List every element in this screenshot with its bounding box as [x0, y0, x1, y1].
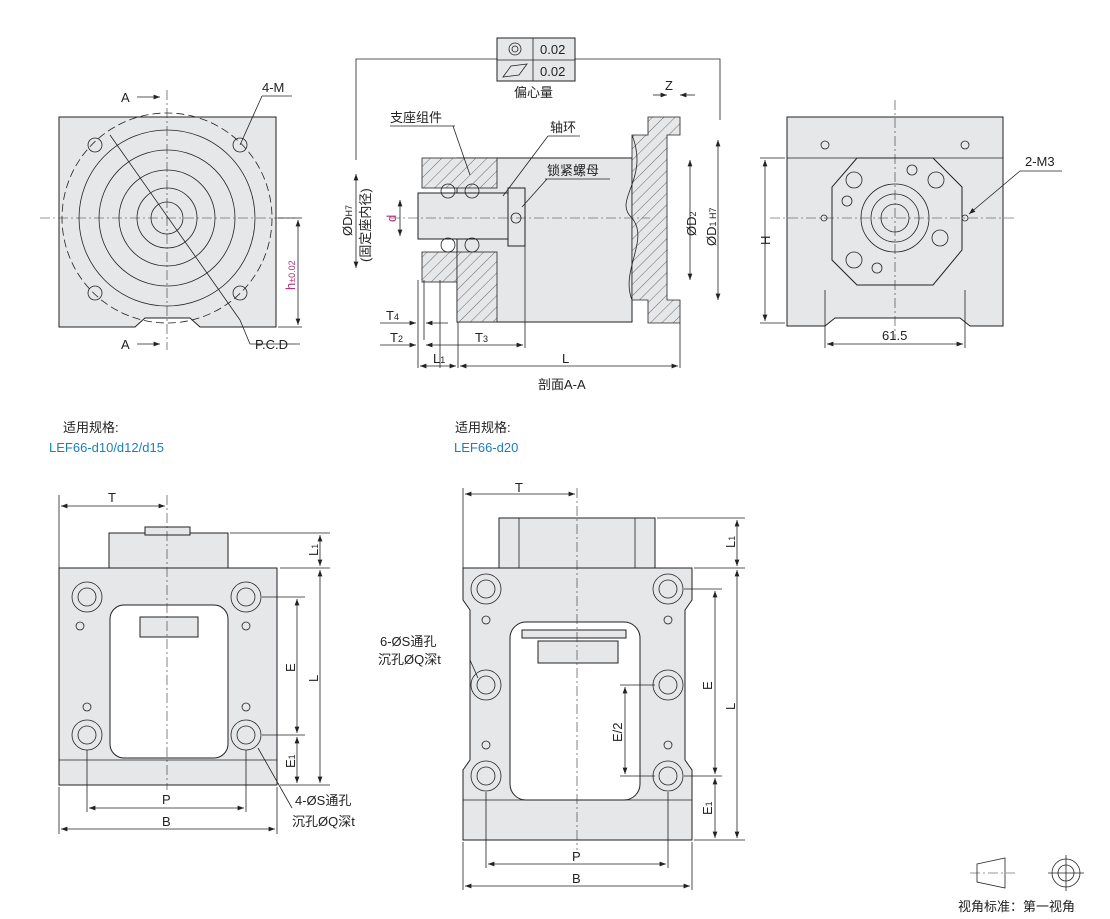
spec-right-view: 适用规格: LEF66-d20 T L1 L E E1 E/2 P B 6-ØS… [378, 420, 745, 890]
pcd-label: P.C.D [255, 337, 288, 352]
t3-label: T3 [475, 330, 488, 345]
counterbore-note: 沉孔ØQ深t [292, 814, 355, 829]
t4-label: T4 [386, 308, 399, 323]
bore-note: (固定座内径) [358, 188, 373, 262]
section-mark-bottom: A [121, 337, 130, 352]
t-label: T [108, 490, 116, 505]
projection-legend: 视角标准：第一视角 [958, 855, 1084, 914]
section-mark-top: A [121, 90, 130, 105]
thread-label: 2-M3 [1025, 154, 1055, 169]
l-label: L [723, 703, 738, 710]
width-value: 61.5 [882, 328, 907, 343]
d2-label: ØD2 [684, 211, 699, 236]
l1-label: L1 [433, 351, 445, 366]
e-half-label: E/2 [610, 722, 625, 742]
projection-label: 视角标准：第一视角 [958, 899, 1075, 914]
spec-title: 适用规格: [455, 420, 511, 435]
h-label: h±0.02 [283, 260, 298, 290]
t-label: T [515, 480, 523, 495]
spec-left-view: 适用规格: LEF66-d10/d12/d15 T L1 L E E1 P B … [49, 420, 355, 834]
thread-label: 4-M [262, 80, 284, 95]
bore-label: ØDH7 [340, 205, 355, 236]
support-label: 支座组件 [390, 110, 442, 125]
shaft-d-label: d [384, 215, 399, 222]
z-label: Z [665, 78, 673, 93]
collar-label: 轴环 [550, 120, 576, 135]
e-label: E [700, 681, 715, 690]
d1-label: ØD1 H7 [704, 207, 719, 246]
e-label: E [283, 663, 298, 672]
l-label: L [562, 351, 569, 366]
h-label: H [758, 236, 773, 245]
l1-label: L1 [306, 544, 321, 556]
p-label: P [572, 849, 581, 864]
section-caption: 剖面A-A [538, 377, 586, 392]
e1-label: E1 [700, 801, 715, 815]
b-label: B [572, 871, 581, 886]
b-label: B [162, 814, 171, 829]
e1-label: E1 [283, 754, 298, 768]
mount-holes [87, 137, 248, 301]
concentricity-icon [508, 42, 522, 56]
tolerance-caption: 偏心量 [514, 85, 553, 100]
t2-label: T2 [390, 330, 403, 345]
spec-models: LEF66-d10/d12/d15 [49, 440, 164, 455]
tolerance-value: 0.02 [540, 42, 565, 57]
total-runout-icon [502, 63, 528, 78]
spec-title: 适用规格: [63, 420, 119, 435]
front-view: A A 4-M P.C.D h±0.02 [40, 80, 302, 352]
l-label: L [306, 675, 321, 682]
runout-value: 0.02 [540, 64, 565, 79]
l1-label: L1 [723, 536, 738, 548]
section-view: 0.02 0.02 偏心量 支座组件 轴环 锁紧螺母 Z ØDH7 (固定座内径… [340, 37, 721, 392]
spec-models: LEF66-d20 [454, 440, 518, 455]
hole-note: 6-ØS通孔 [380, 634, 436, 649]
side-view: H 61.5 2-M3 [758, 100, 1062, 348]
counterbore-note: 沉孔ØQ深t [378, 652, 441, 667]
p-label: P [162, 792, 171, 807]
first-angle-cone-icon [976, 857, 1006, 889]
hole-note: 4-ØS通孔 [295, 793, 351, 808]
locknut-label: 锁紧螺母 [547, 163, 599, 178]
